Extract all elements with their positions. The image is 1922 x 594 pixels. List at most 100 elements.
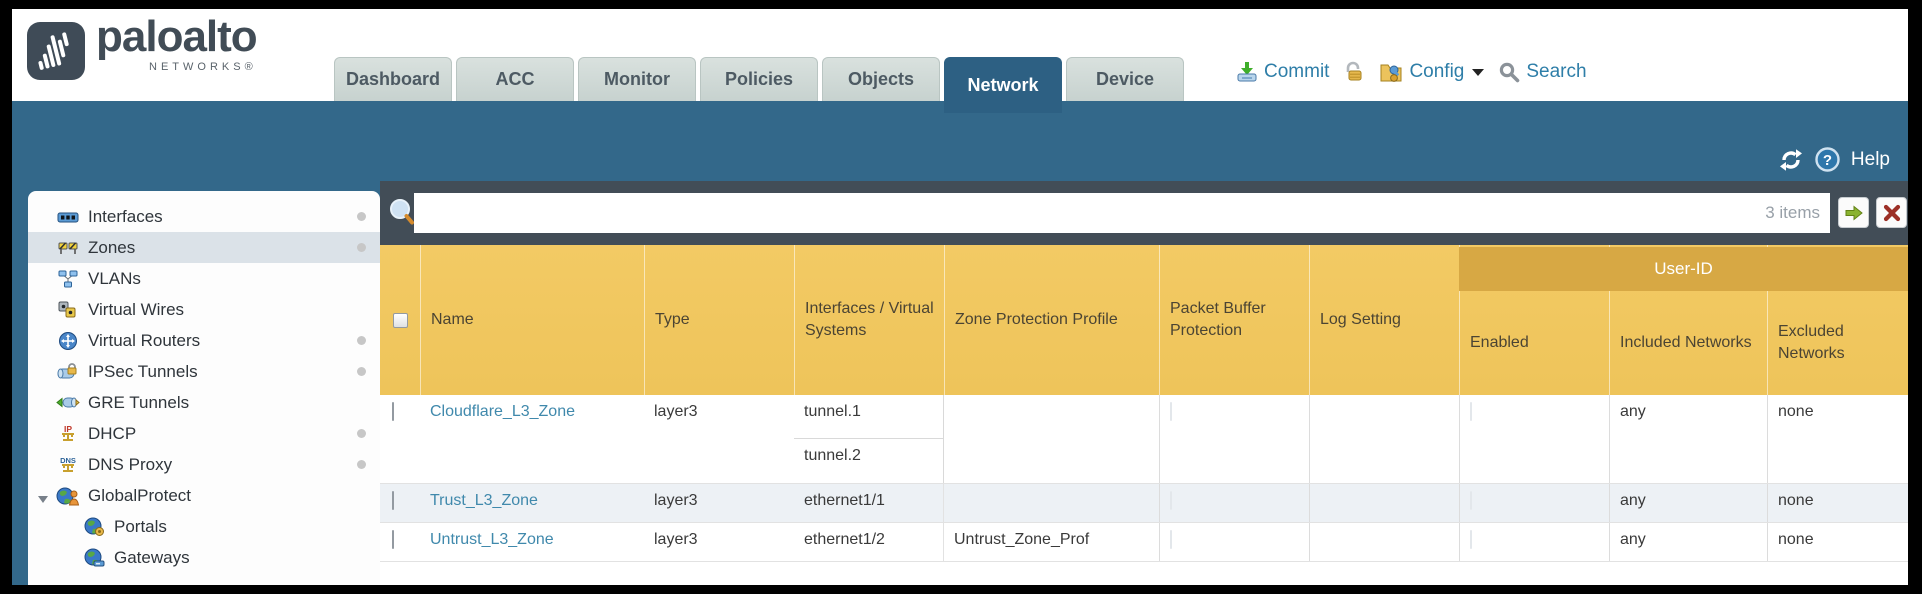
- sidebar-item-vlans[interactable]: VLANs: [28, 263, 380, 294]
- help-label[interactable]: Help: [1850, 148, 1890, 170]
- row-select-cell: [380, 484, 420, 522]
- sidebar-item-virtual-wires[interactable]: Virtual Wires: [28, 294, 380, 325]
- config-icon: [1380, 64, 1402, 82]
- packet-buffer-protection-checkbox[interactable]: [1170, 402, 1172, 421]
- svg-text:DNS: DNS: [60, 456, 76, 465]
- brand-wordmark: paloalto: [96, 12, 258, 61]
- svg-text:IP: IP: [64, 424, 72, 434]
- virtual-wires-icon: [56, 300, 80, 320]
- packet-buffer-protection-checkbox[interactable]: [1170, 530, 1172, 549]
- commit-button[interactable]: Commit: [1236, 61, 1329, 83]
- included-networks-cell: any: [1609, 484, 1767, 522]
- column-header-label: Type: [655, 310, 690, 328]
- user-id-enabled-checkbox[interactable]: [1470, 491, 1472, 510]
- sidebar-item-virtual-routers[interactable]: Virtual Routers: [28, 325, 380, 356]
- filter-bar: 3 items: [380, 181, 1908, 245]
- filter-input[interactable]: [414, 193, 1830, 233]
- sidebar-item-label: GlobalProtect: [88, 485, 191, 505]
- column-header-interfaces-virtual-systems[interactable]: Interfaces / Virtual Systems: [794, 245, 944, 395]
- user-id-group-header: User-ID: [1459, 247, 1908, 291]
- tab-policies[interactable]: Policies: [700, 57, 818, 101]
- gateways-icon: [82, 548, 106, 568]
- column-header-enabled[interactable]: Enabled: [1459, 245, 1609, 395]
- column-header-label: Interfaces / Virtual Systems: [805, 299, 934, 339]
- row-checkbox[interactable]: [392, 491, 394, 510]
- sidebar-item-label: Virtual Wires: [88, 299, 185, 319]
- packet-buffer-protection-checkbox[interactable]: [1170, 491, 1172, 510]
- sidebar-item-gateways[interactable]: Gateways: [28, 542, 380, 573]
- row-checkbox[interactable]: [392, 530, 394, 549]
- packet-buffer-protection-cell: [1159, 484, 1309, 522]
- brand-sub: NETWORKS®: [149, 61, 257, 73]
- user-id-enabled-cell: [1459, 523, 1609, 561]
- user-id-enabled-checkbox[interactable]: [1470, 402, 1472, 421]
- zone-type-cell: layer3: [644, 395, 794, 483]
- sidebar-item-interfaces[interactable]: Interfaces: [28, 201, 380, 232]
- column-header-name[interactable]: Name: [420, 245, 644, 395]
- clear-filter-button[interactable]: [1876, 197, 1907, 228]
- ipsec-tunnels-icon: [56, 362, 80, 382]
- zone-name-link[interactable]: Untrust_L3_Zone: [430, 531, 554, 548]
- zone-name-link[interactable]: Trust_L3_Zone: [430, 492, 538, 509]
- table-header-row: User-ID Name Type Interfaces / Virtual Sys…: [380, 245, 1908, 395]
- select-all-checkbox[interactable]: [392, 312, 408, 328]
- sidebar-item-label: VLANs: [88, 268, 141, 288]
- sidebar-item-label: Portals: [114, 516, 167, 536]
- search-icon: [1500, 62, 1520, 83]
- vlans-icon: [56, 269, 80, 289]
- expander-icon[interactable]: [37, 490, 49, 510]
- interfaces-icon: [56, 207, 80, 227]
- included-networks-value: any: [1620, 531, 1646, 548]
- row-checkbox[interactable]: [392, 402, 394, 421]
- column-header-included-networks[interactable]: Included Networks: [1609, 245, 1767, 395]
- sidebar-item-globalprotect[interactable]: GlobalProtect: [28, 480, 380, 511]
- sidebar-item-portals[interactable]: Portals: [28, 511, 380, 542]
- column-header-excluded-networks[interactable]: Excluded Networks: [1767, 245, 1908, 395]
- commit-icon: [1237, 62, 1257, 82]
- zone-protection-profile-cell: [944, 395, 1159, 483]
- refresh-icon[interactable]: [1778, 148, 1804, 172]
- excluded-networks-value: none: [1778, 531, 1814, 548]
- search-button[interactable]: Search: [1498, 61, 1587, 83]
- unlock-icon[interactable]: [1343, 61, 1365, 83]
- log-setting-cell: [1309, 484, 1459, 522]
- sidebar-item-ipsec-tunnels[interactable]: IPSec Tunnels: [28, 356, 380, 387]
- excluded-networks-cell: none: [1767, 523, 1908, 561]
- zone-name-link[interactable]: Cloudflare_L3_Zone: [430, 403, 575, 420]
- help-icon[interactable]: ?: [1814, 146, 1841, 173]
- tab-dashboard[interactable]: Dashboard: [334, 57, 452, 101]
- apply-filter-button[interactable]: [1838, 197, 1869, 228]
- interface-subcell: ethernet1/2: [794, 523, 944, 561]
- sidebar-item-zones[interactable]: Zones: [28, 232, 380, 263]
- zone-name-cell: Trust_L3_Zone: [420, 484, 644, 522]
- tab-objects[interactable]: Objects: [822, 57, 940, 101]
- globalprotect-icon: [56, 486, 80, 506]
- tab-network[interactable]: Network: [944, 57, 1062, 113]
- user-id-enabled-checkbox[interactable]: [1470, 530, 1472, 549]
- column-header-zone-protection-profile[interactable]: Zone Protection Profile: [944, 245, 1159, 395]
- excluded-networks-cell: none: [1767, 484, 1908, 522]
- dns-proxy-icon: DNS: [56, 455, 80, 475]
- interface-value: tunnel.1: [804, 403, 861, 420]
- row-select-cell: [380, 395, 420, 483]
- sidebar-item-label: Virtual Routers: [88, 330, 201, 350]
- column-header-log-setting[interactable]: Log Setting: [1309, 245, 1459, 395]
- column-header-type[interactable]: Type: [644, 245, 794, 395]
- item-dot: [357, 460, 366, 469]
- sidebar-item-gre-tunnels[interactable]: GRE Tunnels: [28, 387, 380, 418]
- interface-value: ethernet1/1: [804, 492, 885, 509]
- select-all-header-cell[interactable]: [380, 245, 420, 395]
- config-menu-button[interactable]: Config: [1379, 61, 1485, 83]
- column-header-label: Zone Protection Profile: [955, 310, 1118, 328]
- zone-protection-profile-cell: [944, 484, 1159, 522]
- column-header-packet-buffer-protection[interactable]: Packet Buffer Protection: [1159, 245, 1309, 395]
- tab-monitor[interactable]: Monitor: [578, 57, 696, 101]
- zone-type-value: layer3: [654, 492, 698, 509]
- tab-acc[interactable]: ACC: [456, 57, 574, 101]
- tab-device[interactable]: Device: [1066, 57, 1184, 101]
